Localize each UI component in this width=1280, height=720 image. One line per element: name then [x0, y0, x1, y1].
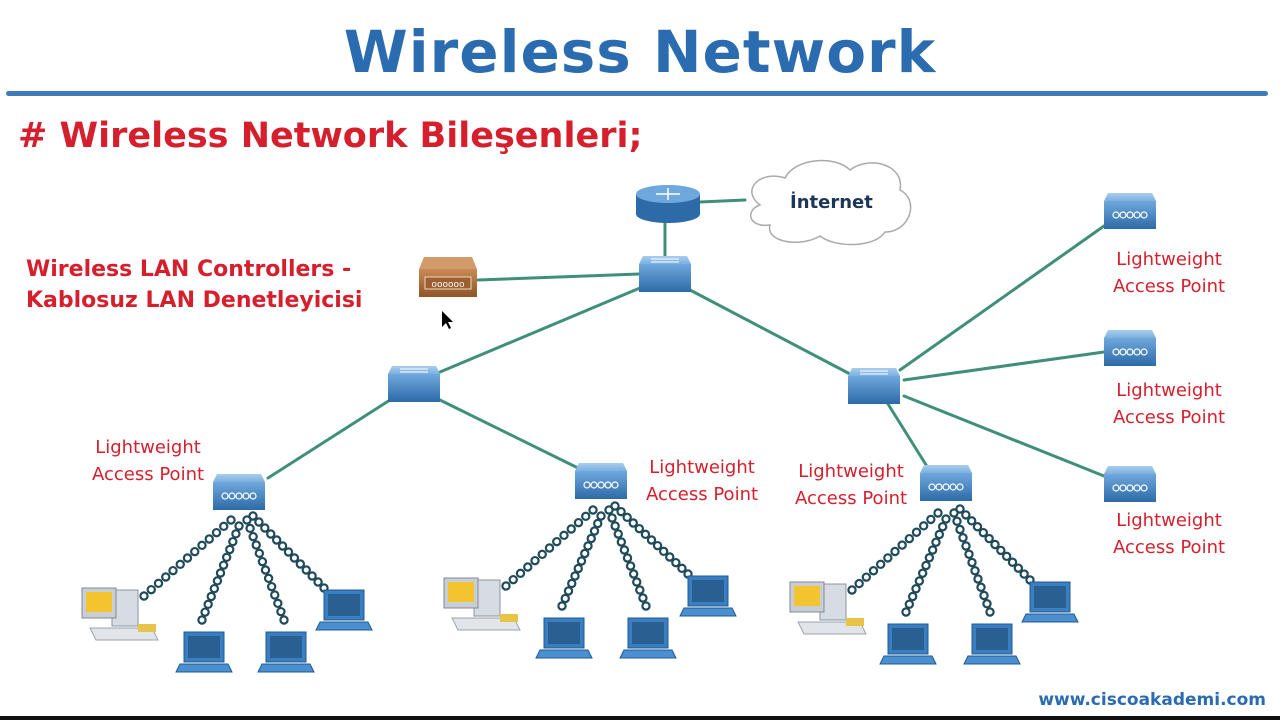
- page-title: Wireless Network: [343, 18, 937, 86]
- ap-label-line1: Lightweight: [1116, 380, 1222, 401]
- link-dist-right-ap2: [902, 350, 1106, 382]
- link-core-dist-right: [688, 288, 852, 376]
- cloud-icon: [750, 159, 912, 246]
- bottom-border: [0, 716, 1280, 720]
- link-wlc-core: [476, 272, 642, 282]
- ap-label-line2: Access Point: [92, 464, 205, 485]
- ap-label-middle: Lightweight Access Point: [646, 454, 758, 508]
- network-links: [266, 198, 1106, 480]
- link-dist-right-ap: [886, 402, 930, 470]
- wireless-link-icon: [139, 515, 236, 601]
- ap-label-line1: Lightweight: [649, 457, 755, 478]
- access-point-icon[interactable]: [213, 474, 265, 510]
- ap-label-line2: Access Point: [646, 484, 759, 505]
- link-dist-left-ap-middle: [438, 398, 580, 470]
- access-points: [213, 193, 1156, 510]
- laptop-icon[interactable]: [619, 617, 677, 659]
- access-point-icon[interactable]: [1104, 330, 1156, 366]
- link-dist-right-ap1: [898, 224, 1106, 372]
- ap-label-right-bottom: Lightweight Access Point: [795, 458, 907, 512]
- internet-label: İnternet: [790, 192, 873, 213]
- title-underline: [6, 91, 1268, 96]
- wlc-label: Wireless LAN Controllers - Kablosuz LAN …: [26, 254, 362, 316]
- laptop-icon[interactable]: [1021, 581, 1079, 623]
- ap-label-line2: Access Point: [795, 488, 908, 509]
- wireless-link-icon: [955, 504, 1035, 585]
- ap-label-line1: Lightweight: [1116, 510, 1222, 531]
- distribution-switch-left-icon[interactable]: [388, 366, 440, 402]
- access-point-icon[interactable]: [575, 463, 627, 499]
- wireless-link-icon: [501, 505, 598, 591]
- wireless-link-icon: [557, 511, 606, 611]
- access-point-icon[interactable]: [1104, 466, 1156, 502]
- ap-label-line2: Access Point: [1113, 407, 1226, 428]
- wireless-lan-controller-icon[interactable]: oooooo: [419, 257, 477, 297]
- desktop-pc-icon[interactable]: [443, 577, 521, 631]
- link-core-dist-left: [438, 286, 642, 374]
- wireless-link-icon: [197, 521, 244, 625]
- clients: [81, 501, 1079, 673]
- laptop-icon[interactable]: [679, 575, 737, 617]
- wireless-link-icon: [847, 508, 943, 595]
- ap-label-far-right-1: Lightweight Access Point: [1113, 246, 1225, 300]
- router-icon[interactable]: [636, 185, 700, 223]
- link-dist-right-ap3: [902, 394, 1106, 478]
- wireless-link-icon: [610, 501, 693, 579]
- ap-label-line1: Lightweight: [95, 437, 201, 458]
- ap-label-line1: Lightweight: [798, 461, 904, 482]
- laptop-icon[interactable]: [879, 623, 937, 665]
- desktop-pc-icon[interactable]: [81, 587, 159, 641]
- ap-label-line2: Access Point: [1113, 276, 1226, 297]
- laptop-icon[interactable]: [963, 623, 1021, 665]
- desktop-pc-icon[interactable]: [789, 581, 867, 635]
- section-heading: # Wireless Network Bileşenleri;: [18, 116, 643, 156]
- laptop-icon[interactable]: [315, 589, 373, 631]
- access-point-icon[interactable]: [1104, 193, 1156, 229]
- wlc-label-line2: Kablosuz LAN Denetleyicisi: [26, 288, 363, 313]
- laptop-icon[interactable]: [175, 631, 233, 673]
- access-point-icon[interactable]: [920, 465, 972, 501]
- ap-label-left: Lightweight Access Point: [92, 434, 204, 488]
- ap-label-far-right-3: Lightweight Access Point: [1113, 507, 1225, 561]
- wireless-link-icon: [901, 514, 951, 617]
- ap-label-line1: Lightweight: [1116, 249, 1222, 270]
- wlc-label-line1: Wireless LAN Controllers -: [26, 257, 352, 282]
- laptop-icon[interactable]: [535, 617, 593, 659]
- mouse-cursor-icon: [442, 311, 453, 329]
- link-dist-left-ap-left: [266, 398, 392, 480]
- wireless-link-icon: [242, 515, 289, 625]
- wireless-link-icon: [248, 511, 329, 593]
- distribution-switch-right-icon[interactable]: [848, 368, 900, 404]
- ap-label-line2: Access Point: [1113, 537, 1226, 558]
- laptop-icon[interactable]: [257, 631, 315, 673]
- core-switch-icon[interactable]: [639, 256, 691, 292]
- link-router-internet: [698, 198, 747, 204]
- wireless-link-icon: [949, 508, 995, 617]
- ap-label-far-right-2: Lightweight Access Point: [1113, 377, 1225, 431]
- svg-text:oooooo: oooooo: [431, 280, 465, 290]
- footer-url[interactable]: www.ciscoakademi.com: [1038, 690, 1266, 710]
